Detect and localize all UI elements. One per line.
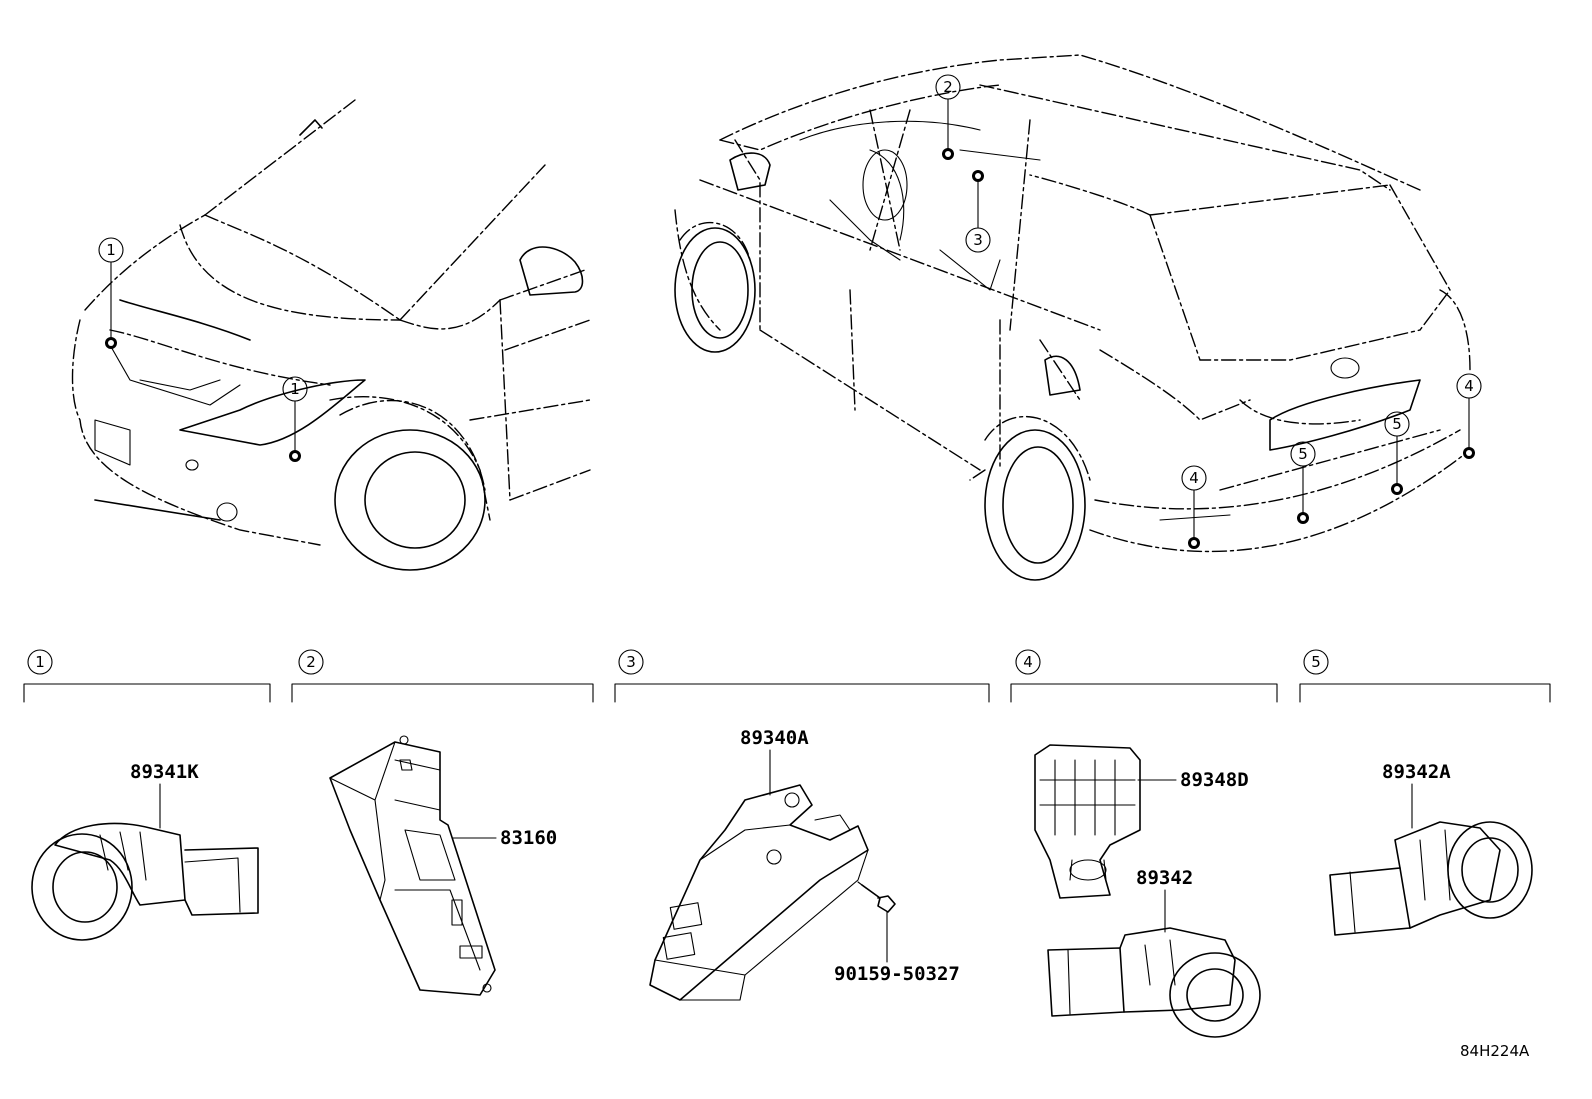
callout-number: 1 xyxy=(106,241,116,259)
part-number-label: 89342 xyxy=(1136,867,1193,889)
group-header-1: 1 xyxy=(23,649,271,703)
part-89342A: 89342A xyxy=(1329,761,1533,936)
callout-5-vehicle-a: 5 xyxy=(1290,441,1316,524)
group-headers: 1 2 3 4 5 xyxy=(23,649,1551,703)
part-number-label: 89342A xyxy=(1382,761,1451,783)
part-number-label: 89340A xyxy=(740,727,809,749)
group-number: 5 xyxy=(1311,653,1321,671)
group-header-3: 3 xyxy=(614,649,990,703)
callout-number: 5 xyxy=(1298,445,1308,463)
callout-1-front-a: 1 xyxy=(98,237,124,349)
part-89340A: 89340A xyxy=(649,727,869,1001)
front-vehicle-view xyxy=(71,99,591,571)
part-89348D: 89348D xyxy=(1034,744,1249,899)
callout-number: 4 xyxy=(1464,377,1474,395)
callout-4-vehicle-b: 4 xyxy=(1456,373,1482,459)
drawing-code: 84H224A xyxy=(1460,1042,1530,1060)
callout-1-front-b: 1 xyxy=(282,376,308,462)
group-number: 2 xyxy=(306,653,316,671)
callout-number: 4 xyxy=(1189,469,1199,487)
part-83160: 83160 xyxy=(329,735,557,996)
part-number-label: 83160 xyxy=(500,827,557,849)
part-90159-50327: 90159-50327 xyxy=(834,881,960,985)
callout-number: 1 xyxy=(290,380,300,398)
rear-vehicle-view xyxy=(674,54,1471,581)
group-header-4: 4 xyxy=(1010,649,1278,703)
callout-number: 2 xyxy=(943,78,953,96)
callout-5-vehicle-b: 5 xyxy=(1384,411,1410,495)
callout-3-vehicle: 3 xyxy=(965,170,991,253)
callout-2-vehicle: 2 xyxy=(935,74,961,160)
part-number-label: 89348D xyxy=(1180,769,1249,791)
part-89342: 89342 xyxy=(1047,867,1261,1038)
group-number: 4 xyxy=(1023,653,1033,671)
callout-4-vehicle-a: 4 xyxy=(1181,465,1207,549)
group-header-2: 2 xyxy=(291,649,594,703)
part-89341K: 89341K xyxy=(31,761,259,941)
group-number: 1 xyxy=(35,653,45,671)
part-number-label: 89341K xyxy=(130,761,199,783)
group-number: 3 xyxy=(626,653,636,671)
group-header-5: 5 xyxy=(1299,649,1551,703)
vehicle-callouts: 1 1 2 3 xyxy=(98,74,1482,549)
part-number-label: 90159-50327 xyxy=(834,963,960,985)
callout-number: 3 xyxy=(973,231,983,249)
callout-number: 5 xyxy=(1392,415,1402,433)
